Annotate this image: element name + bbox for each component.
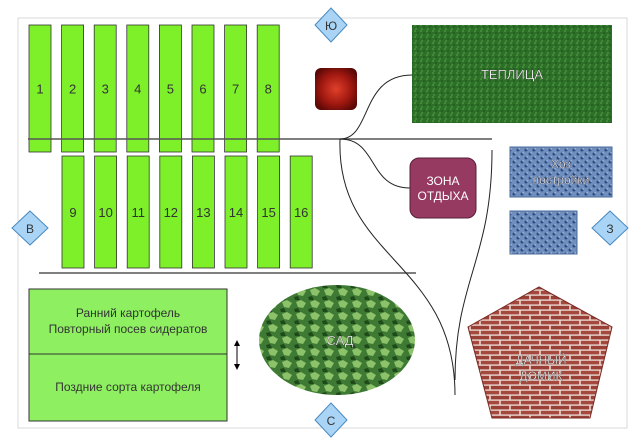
garden-bed bbox=[94, 155, 117, 269]
garden-bed-number: 12 bbox=[164, 205, 178, 220]
garden-bed bbox=[126, 155, 150, 269]
garden-bed bbox=[61, 155, 85, 269]
compass-north: С bbox=[314, 402, 348, 438]
garden-bed-number: 9 bbox=[69, 205, 76, 220]
svg-text:В: В bbox=[26, 222, 34, 236]
rest-zone-label-1: ЗОНА bbox=[426, 174, 459, 188]
potato-early-plot bbox=[28, 288, 228, 355]
svg-text:С: С bbox=[327, 414, 336, 428]
rest-zone bbox=[409, 157, 477, 219]
orchard bbox=[259, 285, 415, 395]
compass-east: В bbox=[11, 210, 49, 246]
rose-flowerbed bbox=[315, 68, 357, 110]
path-side bbox=[454, 149, 493, 381]
greenhouse-label: ТЕПЛИЦА bbox=[481, 67, 543, 82]
garden-bed-number: 7 bbox=[232, 82, 239, 97]
path-to-greenhouse bbox=[339, 74, 413, 140]
garden-bed bbox=[257, 155, 281, 269]
garden-bed bbox=[191, 24, 215, 153]
garden-bed-number: 11 bbox=[131, 205, 145, 220]
garden-bed bbox=[224, 155, 248, 269]
garden-bed bbox=[256, 24, 280, 153]
garden-bed-number: 8 bbox=[265, 82, 272, 97]
garden-bed bbox=[93, 24, 117, 153]
garden-bed-number: 3 bbox=[102, 82, 109, 97]
house-label-2: ДОМИК bbox=[519, 369, 562, 383]
garden-bed-number: 10 bbox=[98, 205, 112, 220]
garden-bed-number: 2 bbox=[69, 82, 76, 97]
outbuildings bbox=[509, 146, 613, 198]
outbuildings-label-1: Хоз bbox=[551, 157, 571, 171]
potato-late-plot bbox=[28, 353, 228, 422]
outbuildings-label-2: постройки bbox=[533, 173, 590, 187]
garden-bed-number: 4 bbox=[134, 82, 141, 97]
outbuilding-small bbox=[509, 210, 578, 255]
garden-bed bbox=[126, 24, 150, 153]
potato-early-label-2: Повторный посев сидератов bbox=[49, 322, 208, 336]
potato-early-label-1: Ранний картофель bbox=[76, 306, 180, 320]
rest-zone-label-2: ОТДЫХА bbox=[417, 189, 468, 203]
garden-bed bbox=[191, 155, 215, 269]
path-to-rest bbox=[339, 138, 411, 189]
country-house bbox=[467, 286, 613, 419]
garden-bed bbox=[61, 24, 84, 153]
potato-late-label: Поздние сорта картофеля bbox=[55, 380, 201, 394]
swap-arrow-icon bbox=[234, 340, 240, 370]
garden-bed-number: 6 bbox=[199, 82, 206, 97]
garden-bed-number: 5 bbox=[167, 82, 174, 97]
garden-bed-number: 16 bbox=[294, 205, 308, 220]
garden-bed bbox=[224, 24, 248, 153]
svg-text:З: З bbox=[606, 222, 613, 236]
garden-bed bbox=[158, 24, 182, 153]
compass-west: З bbox=[591, 210, 629, 246]
garden-bed bbox=[289, 155, 313, 269]
garden-bed bbox=[28, 24, 52, 153]
house-label-1: ДАЧНЫЙ bbox=[515, 352, 566, 367]
garden-bed-number: 1 bbox=[36, 82, 43, 97]
path-main bbox=[339, 138, 456, 396]
svg-text:Ю: Ю bbox=[325, 19, 337, 33]
garden-bed bbox=[159, 155, 183, 269]
compass-south: Ю bbox=[314, 7, 348, 43]
greenhouse bbox=[412, 25, 612, 123]
garden-bed-number: 15 bbox=[261, 205, 275, 220]
garden-bed-number: 14 bbox=[229, 205, 243, 220]
orchard-label: САД bbox=[326, 333, 353, 348]
garden-bed-number: 13 bbox=[196, 205, 210, 220]
